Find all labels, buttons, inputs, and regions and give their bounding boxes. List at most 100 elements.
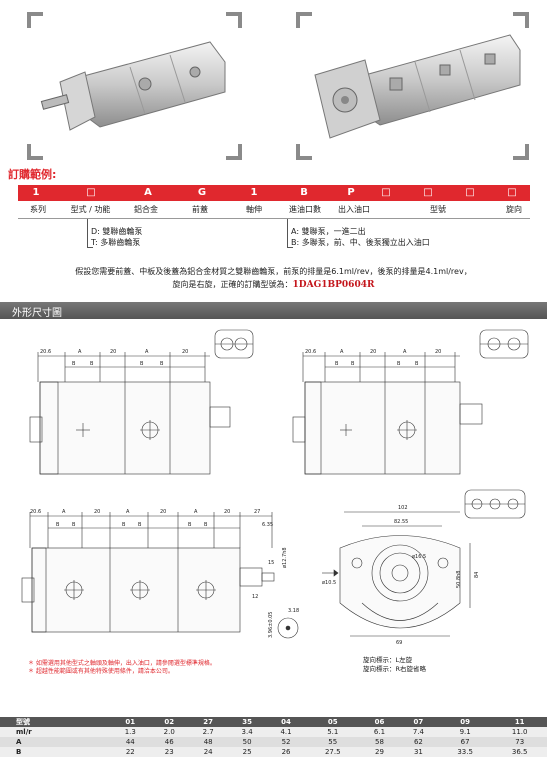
code-cell: A — [144, 187, 152, 198]
corner-mark — [226, 12, 242, 28]
label-front-cover: 前蓋 — [192, 205, 208, 214]
table-cell: 4.1 — [266, 727, 306, 737]
series-note: D: 雙聯齒輪泵 T: 多聯齒輪泵 — [91, 226, 142, 248]
dim-label: 82.55 — [394, 519, 408, 525]
corner-mark — [226, 144, 242, 160]
dim-label: ø10.5 — [322, 580, 336, 586]
table-header-cell: 35 — [227, 717, 267, 727]
table-cell: 62 — [398, 737, 438, 747]
order-description-text: 旋向是右旋，正確的訂購型號為： — [172, 280, 293, 289]
dim-label: 84 — [474, 572, 480, 578]
double-pump-drawing-right: 20.6 A 20 A 20 B B B B — [292, 329, 529, 475]
dim-label: B — [56, 522, 60, 528]
dim-label: A — [126, 509, 130, 515]
dim-label: B — [188, 522, 192, 528]
table-row: A 44 46 48 50 52 55 58 62 67 73 — [0, 737, 547, 747]
dim-label: 20 — [160, 509, 166, 515]
double-pump-drawing-left: 20.6 A 20 A 20 B B B B — [29, 329, 254, 475]
triple-pump-photo — [314, 34, 521, 139]
table-cell: 2.7 — [188, 727, 228, 737]
code-cell: G — [197, 187, 207, 198]
rotation-left: 旋向標示：L左旋 — [363, 656, 413, 664]
table-header-cell: 09 — [437, 717, 493, 727]
dim-label: B — [72, 361, 76, 367]
table-cell: ml/r — [0, 727, 111, 737]
order-description-line2: 旋向是右旋，正確的訂購型號為：1DAG1BP0604R — [0, 279, 547, 291]
dim-label: 20.6 — [30, 509, 41, 515]
label-shaft: 軸伸 — [246, 205, 262, 214]
dim-label: A — [62, 509, 66, 515]
spec-table: 型號 01 02 27 35 04 05 06 07 09 11 ml/r 1.… — [0, 717, 547, 757]
table-cell: 27.5 — [305, 747, 361, 757]
table-cell: 58 — [360, 737, 399, 747]
code-cell: 1 — [32, 187, 40, 198]
dim-label: 12 — [252, 594, 258, 600]
dim-label: ø12.7h8 — [282, 547, 288, 568]
code-cell: □ — [465, 187, 475, 198]
code-cell: P — [347, 187, 355, 198]
ports-note-b: B: 多聯泵，前、中、後泵獨立出入油口 — [291, 238, 430, 247]
dim-label: B — [335, 361, 339, 367]
code-cell: □ — [381, 187, 391, 198]
table-header-cell: 11 — [492, 717, 547, 727]
table-cell: 7.4 — [398, 727, 438, 737]
dim-label: B — [204, 522, 208, 528]
dim-label: B — [415, 361, 419, 367]
table-row: ml/r 1.3 2.0 2.7 3.4 4.1 5.1 6.1 7.4 9.1… — [0, 727, 547, 737]
dim-label: 3.96±0.05 — [268, 612, 274, 638]
code-cell: □ — [86, 187, 96, 198]
table-cell: 26 — [266, 747, 306, 757]
order-model-code: 1DAG1BP0604R — [292, 280, 375, 290]
dim-label: B — [160, 361, 164, 367]
dim-label: 3.18 — [288, 608, 299, 614]
label-model: 型號 — [430, 205, 446, 214]
table-header-cell: 05 — [305, 717, 361, 727]
dim-label: B — [72, 522, 76, 528]
order-label-row: 系列 型式 / 功能 鋁合金 前蓋 軸伸 進油口數 出入油口 型號 旋向 — [18, 204, 530, 219]
order-description-line1: 假設您需要前蓋、中板及後蓋為鋁合金材質之雙聯齒輪泵，前泵的排量是6.1ml/re… — [75, 267, 472, 276]
table-cell: 31 — [398, 747, 438, 757]
table-header-cell: 01 — [110, 717, 150, 727]
corner-mark — [296, 144, 312, 160]
code-cell: B — [300, 187, 308, 198]
dim-label: B — [397, 361, 401, 367]
dim-label: A — [78, 349, 82, 355]
table-cell: 9.1 — [437, 727, 493, 737]
dim-label: A — [340, 349, 344, 355]
footnote-2: ＊ 超越性能範圍或有其他特殊使用條件，請洽本公司。 — [28, 668, 174, 675]
table-header-cell: 02 — [149, 717, 189, 727]
section-header: 外形尺寸圖 — [0, 302, 547, 319]
ports-note: A: 雙聯泵，一進二出 B: 多聯泵，前、中、後泵獨立出入油口 — [291, 226, 430, 248]
triple-pump-drawing: 20.6 A 20 A 20 A 20 27 B B B B B B 6.35 … — [21, 509, 299, 639]
table-cell: 25 — [227, 747, 267, 757]
order-example-title: 訂購範例: — [8, 168, 57, 181]
table-cell: A — [0, 737, 111, 747]
dim-label: 20.6 — [305, 349, 316, 355]
dim-label: B — [122, 522, 126, 528]
table-cell: 36.5 — [492, 747, 547, 757]
table-cell: 2.0 — [149, 727, 189, 737]
code-cell: □ — [507, 187, 517, 198]
table-cell: 1.3 — [110, 727, 150, 737]
dim-label: ø16.5 — [412, 554, 426, 560]
table-cell: 55 — [305, 737, 361, 747]
table-cell: 3.4 — [227, 727, 267, 737]
dim-label: B — [90, 361, 94, 367]
dim-label: 69 — [396, 640, 402, 646]
series-bracket — [87, 219, 93, 248]
rotation-right: 旋向標示：R右旋省略 — [363, 665, 427, 673]
dim-label: 20 — [435, 349, 441, 355]
dim-label: B — [140, 361, 144, 367]
label-aluminum: 鋁合金 — [134, 205, 158, 214]
table-cell: 33.5 — [437, 747, 493, 757]
table-cell: 48 — [188, 737, 228, 747]
table-cell: B — [0, 747, 111, 757]
dim-label: 20.6 — [40, 349, 51, 355]
dim-label: 50.8h8 — [456, 571, 462, 588]
table-cell: 50 — [227, 737, 267, 747]
label-type-function: 型式 / 功能 — [70, 205, 111, 214]
dim-label: 6.35 — [262, 522, 273, 528]
code-cell: □ — [423, 187, 433, 198]
dim-label: 27 — [254, 509, 260, 515]
label-rotation: 旋向 — [506, 205, 522, 214]
